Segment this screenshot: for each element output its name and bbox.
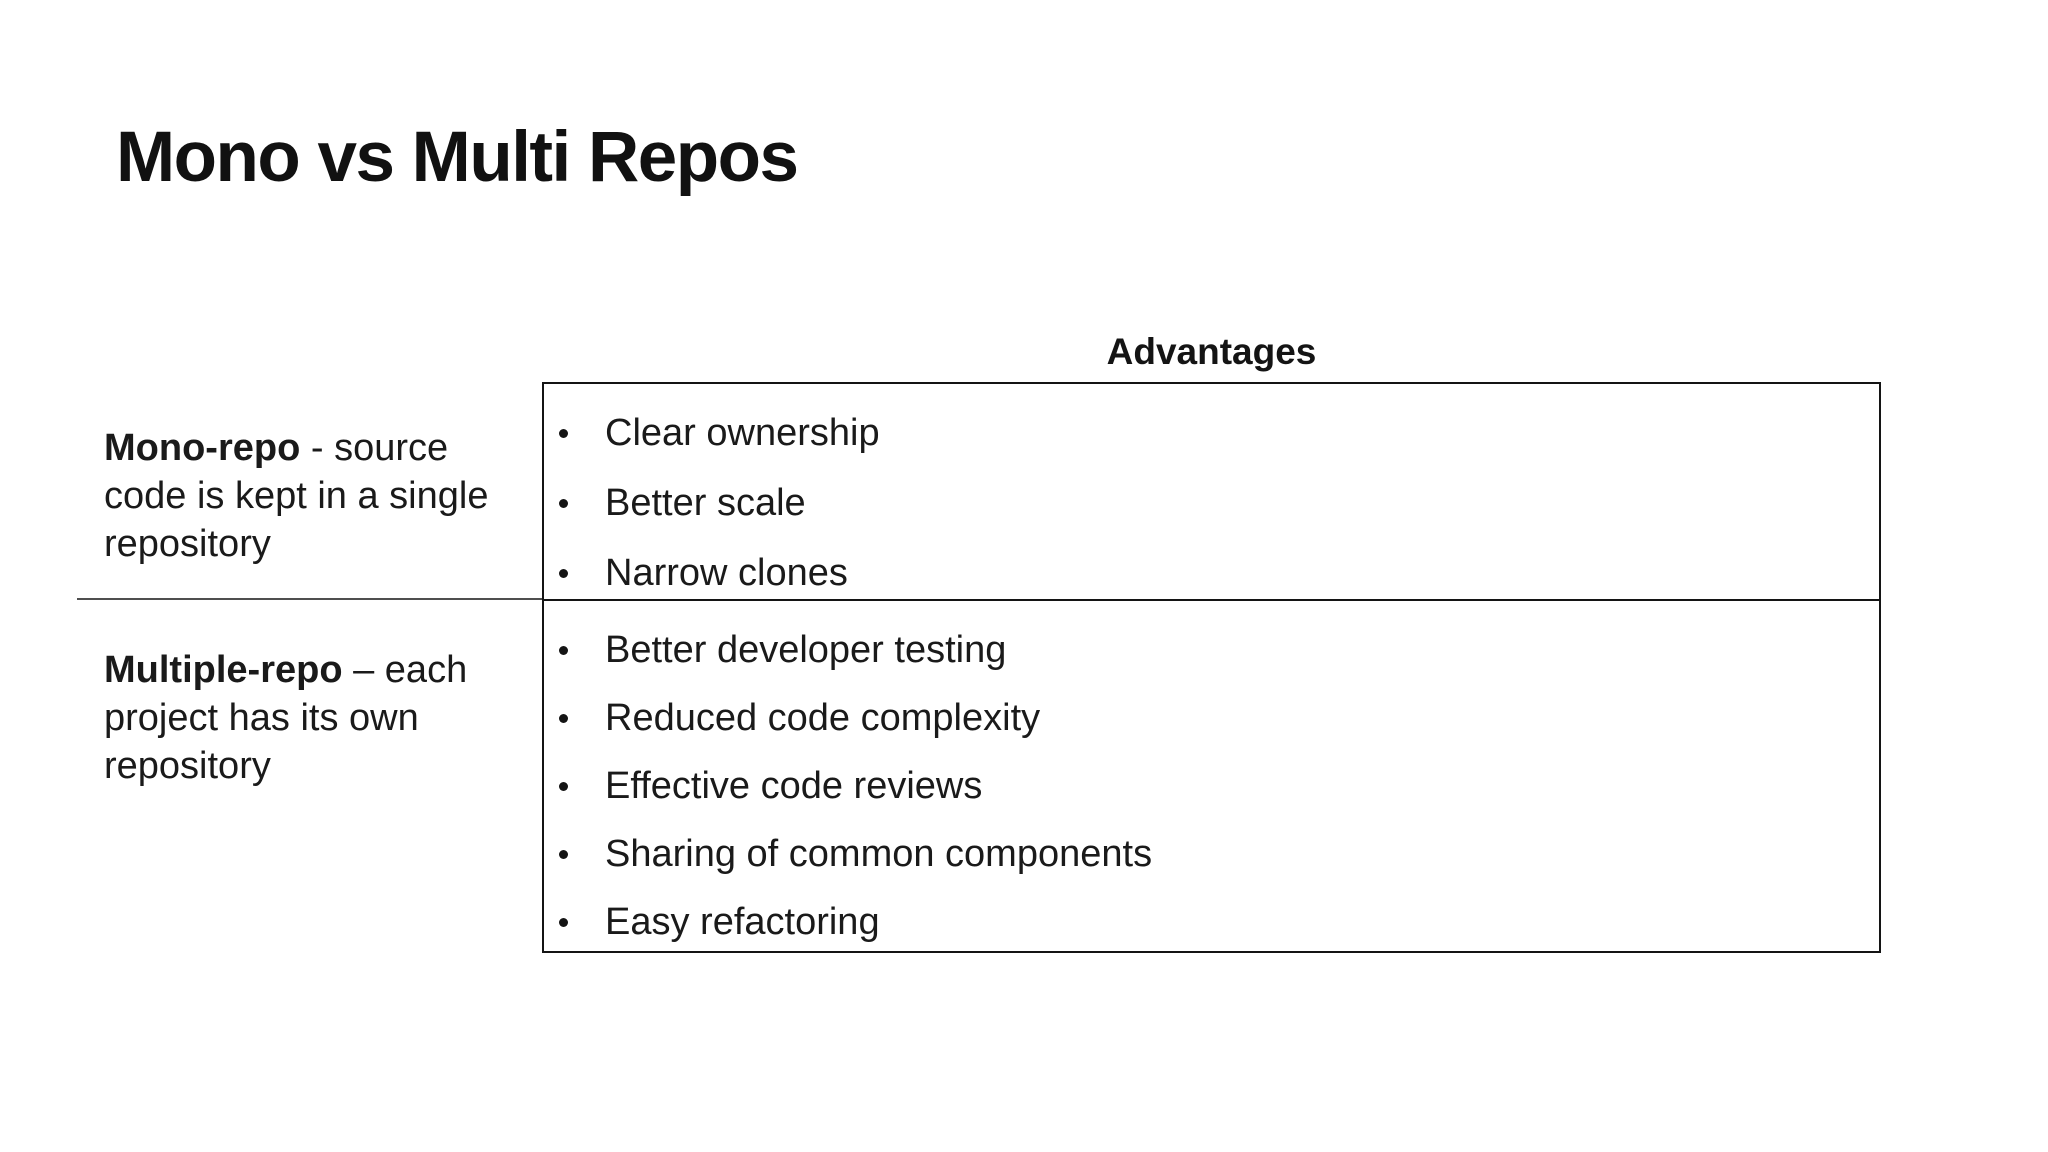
advantage-text: Sharing of common components bbox=[605, 832, 1153, 875]
advantage-text: Easy refactoring bbox=[605, 900, 880, 943]
advantage-item: Better scale bbox=[544, 468, 1879, 538]
mono-repo-label: Mono-repo - source code is kept in a sin… bbox=[104, 424, 574, 568]
bullet-icon bbox=[559, 713, 568, 723]
bullet-icon bbox=[559, 781, 568, 791]
advantage-item: Effective code reviews bbox=[544, 752, 1879, 820]
advantage-item: Sharing of common components bbox=[544, 820, 1879, 888]
advantage-item: Clear ownership bbox=[544, 398, 1879, 468]
multi-repo-label: Multiple-repo – each project has its own… bbox=[104, 646, 574, 790]
slide-title: Mono vs Multi Repos bbox=[116, 117, 799, 197]
mono-repo-term: Mono-repo bbox=[104, 427, 301, 469]
row-divider-line bbox=[77, 598, 542, 600]
advantage-text: Reduced code complexity bbox=[605, 696, 1041, 739]
multi-repo-definition: – each project has its own repository bbox=[104, 649, 468, 787]
bullet-icon bbox=[559, 849, 568, 859]
advantage-text: Effective code reviews bbox=[605, 764, 983, 807]
bullet-icon bbox=[559, 645, 568, 655]
bullet-icon bbox=[559, 498, 568, 508]
advantage-text: Better scale bbox=[605, 481, 806, 524]
advantage-item: Easy refactoring bbox=[544, 888, 1879, 956]
advantage-item: Reduced code complexity bbox=[544, 684, 1879, 752]
advantage-text: Better developer testing bbox=[605, 628, 1007, 671]
advantage-text: Narrow clones bbox=[605, 551, 848, 594]
advantage-item: Better developer testing bbox=[544, 616, 1879, 684]
multi-repo-term: Multiple-repo bbox=[104, 649, 343, 691]
bullet-icon bbox=[559, 917, 568, 927]
advantages-column-header: Advantages bbox=[1106, 331, 1317, 372]
bullet-icon bbox=[559, 568, 568, 578]
advantage-item: Narrow clones bbox=[544, 538, 1879, 608]
advantage-text: Clear ownership bbox=[605, 411, 880, 454]
mono-repo-definition: - source code is kept in a single reposi… bbox=[104, 427, 489, 565]
bullet-icon bbox=[559, 428, 568, 438]
